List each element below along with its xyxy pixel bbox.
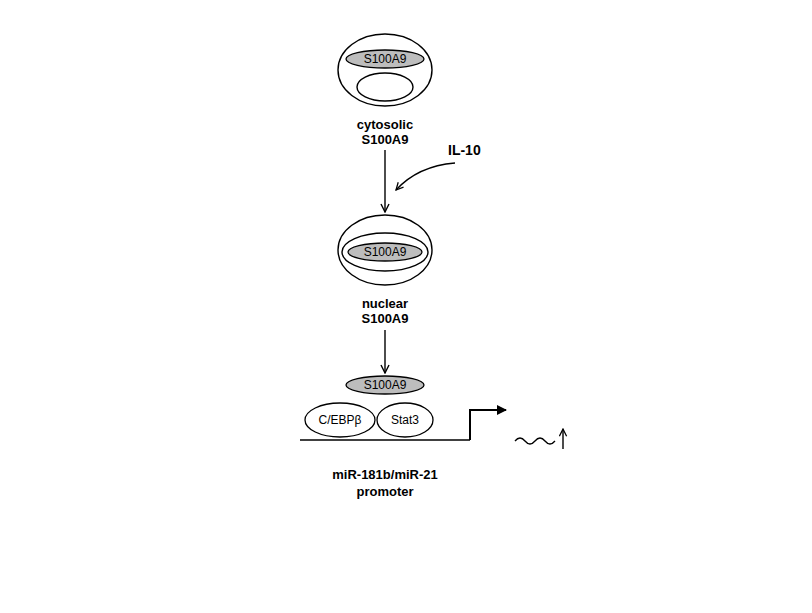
cell-caption-text: cytosolic S100A9 xyxy=(345,117,425,147)
ellipse-shape xyxy=(348,243,422,261)
promoter-line xyxy=(300,439,470,441)
protein-ellipse: C/EBPβ xyxy=(304,402,376,438)
protein-name: Stat3 xyxy=(391,413,419,427)
promoter-label: miR-181b/miR-21 promoter xyxy=(320,466,450,500)
transcript-wave xyxy=(515,438,555,444)
ellipse-text-box: Stat3 xyxy=(376,402,434,438)
increase-arrow xyxy=(562,429,563,449)
flow-arrow xyxy=(384,330,385,373)
nucleus xyxy=(342,233,428,271)
protein-name: S100A9 xyxy=(364,378,407,392)
ellipse-text-box: C/EBPβ xyxy=(304,402,376,438)
protein-name: S100A9 xyxy=(364,52,407,66)
il10-arrow xyxy=(396,163,455,190)
cell-caption: cytosolic S100A9 xyxy=(330,117,440,147)
ellipse-text-box: S100A9 xyxy=(347,242,423,262)
protein-name: C/EBPβ xyxy=(319,413,362,427)
nucleus xyxy=(357,73,413,101)
ellipse-text-box: S100A9 xyxy=(345,375,425,395)
cell-caption: nuclear S100A9 xyxy=(330,296,440,326)
protein-ellipse: S100A9 xyxy=(347,242,423,262)
ellipse-shape xyxy=(377,403,433,437)
protein-name: S100A9 xyxy=(364,245,407,259)
ellipse-shape xyxy=(346,376,424,394)
protein-ellipse: S100A9 xyxy=(345,375,425,395)
ellipse-shape xyxy=(346,50,424,68)
flow-arrow xyxy=(384,150,385,212)
cytokine-label: IL-10 xyxy=(448,141,498,159)
cell-membrane xyxy=(338,215,432,285)
transcription-arrow xyxy=(470,410,506,440)
ellipse-text-box: S100A9 xyxy=(345,49,425,69)
ellipse-shape xyxy=(305,403,375,437)
cell-caption-text: nuclear S100A9 xyxy=(345,296,425,326)
cell: cytosolic S100A9 S100A9 xyxy=(330,33,440,148)
protein-ellipse: Stat3 xyxy=(376,402,434,438)
cell: nuclear S100A9 S100A9 xyxy=(330,214,440,328)
protein-ellipse: S100A9 xyxy=(345,49,425,69)
cell-membrane xyxy=(338,34,432,106)
